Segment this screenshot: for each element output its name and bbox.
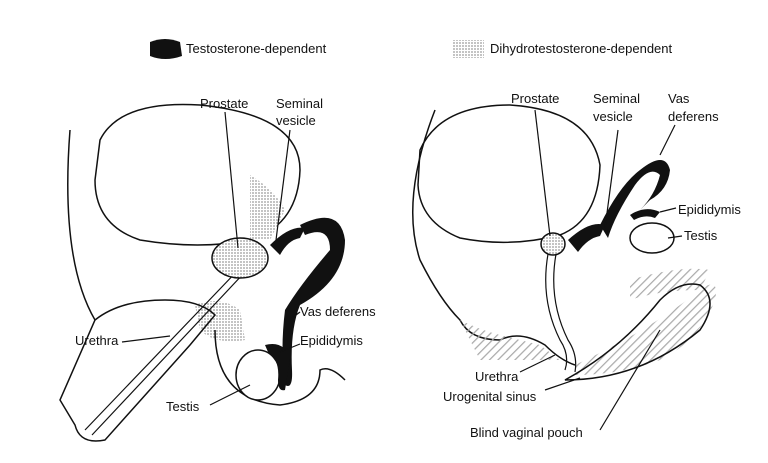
legend-dht-label: Dihydrotestosterone-dependent bbox=[490, 41, 673, 56]
dht-swatch bbox=[452, 40, 484, 58]
urethra-right bbox=[545, 253, 568, 371]
label-vesicle: vesicle bbox=[276, 113, 316, 128]
label-blind-vaginal-pouch: Blind vaginal pouch bbox=[470, 425, 583, 440]
dht-shade-scrotum bbox=[195, 301, 245, 342]
leader-seminal bbox=[275, 129, 291, 241]
leader-pouch bbox=[599, 329, 661, 431]
leader-testis bbox=[209, 384, 251, 406]
vas-deferens-right bbox=[600, 160, 670, 238]
leader-prostate bbox=[224, 111, 239, 249]
dht-shade bbox=[250, 175, 285, 240]
leader-vas bbox=[291, 311, 301, 319]
dht-hatch-2 bbox=[575, 284, 716, 375]
label-seminal-right: Seminal bbox=[593, 91, 640, 106]
label-urogenital-sinus: Urogenital sinus bbox=[443, 389, 537, 404]
leader-testis-right bbox=[667, 235, 683, 239]
prostate-right bbox=[540, 232, 566, 256]
seminal-vesicle-right bbox=[568, 224, 605, 252]
penis bbox=[59, 299, 217, 442]
label-epididymis-right: Epididymis bbox=[678, 202, 741, 217]
leader-prostate-right bbox=[534, 109, 551, 237]
label-vas-right: Vas bbox=[668, 91, 690, 106]
scrotum bbox=[214, 329, 346, 406]
label-vas-deferens: Vas deferens bbox=[300, 304, 376, 319]
urethra-duct-2 bbox=[91, 271, 246, 436]
testosterone-swatch bbox=[150, 39, 182, 59]
leader-vas-right bbox=[659, 124, 676, 156]
urethra-duct bbox=[84, 267, 241, 431]
urethra-right-2 bbox=[553, 253, 577, 373]
label-urethra: Urethra bbox=[75, 333, 119, 348]
leader-sinus bbox=[544, 377, 581, 391]
label-prostate-right: Prostate bbox=[511, 91, 559, 106]
body-wall bbox=[67, 129, 96, 321]
leader-urethra-right bbox=[519, 354, 556, 373]
male-diagram: Prostate Seminal vesicle Vas deferens Ur… bbox=[59, 96, 376, 442]
seminal-vesicle bbox=[270, 227, 305, 255]
leader-urethra bbox=[121, 335, 171, 343]
vaginal-pouch bbox=[564, 283, 711, 381]
legend: Testosterone-dependent Dihydrotestostero… bbox=[150, 39, 673, 59]
dht-hatch-3 bbox=[630, 268, 710, 300]
dht-hatch-1 bbox=[460, 320, 560, 360]
legend-testosterone-label: Testosterone-dependent bbox=[186, 41, 327, 56]
label-deferens-right: deferens bbox=[668, 109, 719, 124]
label-testis-right: Testis bbox=[684, 228, 718, 243]
female-diagram: Prostate Seminal vesicle Vas deferens Ep… bbox=[412, 91, 741, 440]
label-prostate: Prostate bbox=[200, 96, 248, 111]
leader-epididymis-right bbox=[659, 207, 677, 213]
leader-seminal-right bbox=[604, 129, 619, 229]
label-seminal: Seminal bbox=[276, 96, 323, 111]
testis-right bbox=[629, 222, 675, 254]
vas-deferens bbox=[282, 217, 345, 386]
prostate bbox=[211, 237, 269, 279]
bladder bbox=[94, 103, 301, 246]
label-epididymis: Epididymis bbox=[300, 333, 363, 348]
label-testis: Testis bbox=[166, 399, 200, 414]
epididymis-right bbox=[630, 209, 660, 220]
label-urethra-right: Urethra bbox=[475, 369, 519, 384]
label-vesicle-right: vesicle bbox=[593, 109, 633, 124]
leader-epididymis bbox=[279, 343, 301, 353]
testis bbox=[235, 349, 281, 401]
bladder-right bbox=[417, 104, 601, 244]
epididymis bbox=[265, 344, 290, 391]
